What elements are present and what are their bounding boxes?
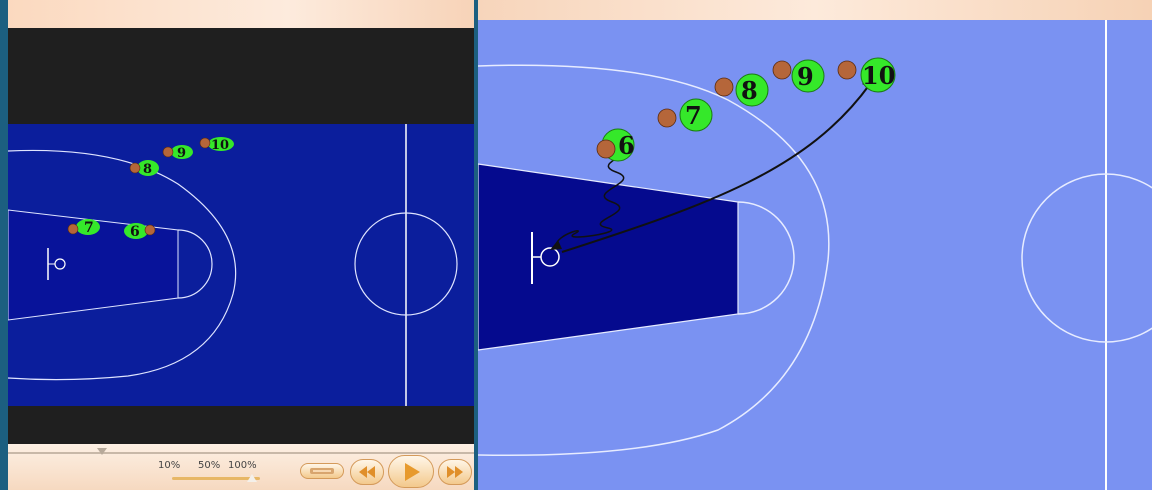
- ball-icon: [163, 147, 173, 157]
- ball-icon: [200, 138, 210, 148]
- ball-icon: [145, 225, 155, 235]
- player-marker-9-label: 9: [797, 62, 814, 91]
- ball-icon: [658, 109, 676, 127]
- fast-forward-button[interactable]: [438, 459, 472, 485]
- video-stage: 6 7 8 9: [8, 28, 474, 444]
- seek-bar[interactable]: [8, 452, 474, 454]
- ball-icon: [838, 61, 856, 79]
- player-marker-8-label: 8: [143, 162, 152, 177]
- court-thumbnail-drawing: 6 7 8 9: [8, 124, 474, 406]
- court-detail-drawing: 6 7 8 9: [478, 20, 1152, 490]
- rewind-icon: [357, 465, 377, 479]
- player-marker-7-label: 7: [84, 220, 94, 236]
- seek-handle[interactable]: [97, 448, 107, 455]
- zoomed-play-view: 6 7 8 9: [478, 0, 1152, 490]
- play-icon: [400, 461, 422, 483]
- ball-icon: [773, 61, 791, 79]
- player-marker-7-label: 7: [685, 101, 702, 130]
- panel-top-strip: [478, 0, 1152, 20]
- play-button[interactable]: [388, 455, 434, 488]
- zoom-label-50: 50%: [198, 460, 220, 471]
- zoom-slider-handle[interactable]: [247, 474, 257, 482]
- player-marker-9-label: 9: [177, 146, 186, 161]
- record-button[interactable]: [300, 463, 344, 479]
- zoom-label-10: 10%: [158, 460, 180, 471]
- rewind-button[interactable]: [350, 459, 384, 485]
- ball-icon: [715, 78, 733, 96]
- fast-forward-icon: [445, 465, 465, 479]
- playback-controls: 10% 50% 100%: [8, 444, 474, 490]
- player-marker-10-label: 10: [862, 61, 895, 90]
- window-top-strip: [8, 0, 474, 28]
- ball-icon: [68, 224, 78, 234]
- player-marker-8-label: 8: [741, 76, 758, 105]
- animation-player-window: 6 7 8 9: [8, 0, 474, 490]
- zoom-scale-labels: 10% 50% 100%: [158, 460, 268, 472]
- ball-icon: [130, 163, 140, 173]
- player-marker-10-label: 10: [211, 138, 229, 153]
- ball-icon: [597, 140, 615, 158]
- court-thumbnail: 6 7 8 9: [8, 124, 474, 406]
- zoom-label-100: 100%: [228, 460, 257, 471]
- record-icon: [309, 467, 335, 475]
- player-marker-6-label: 6: [130, 224, 140, 240]
- court-detail: 6 7 8 9: [478, 20, 1152, 490]
- player-marker-6-label: 6: [618, 131, 635, 160]
